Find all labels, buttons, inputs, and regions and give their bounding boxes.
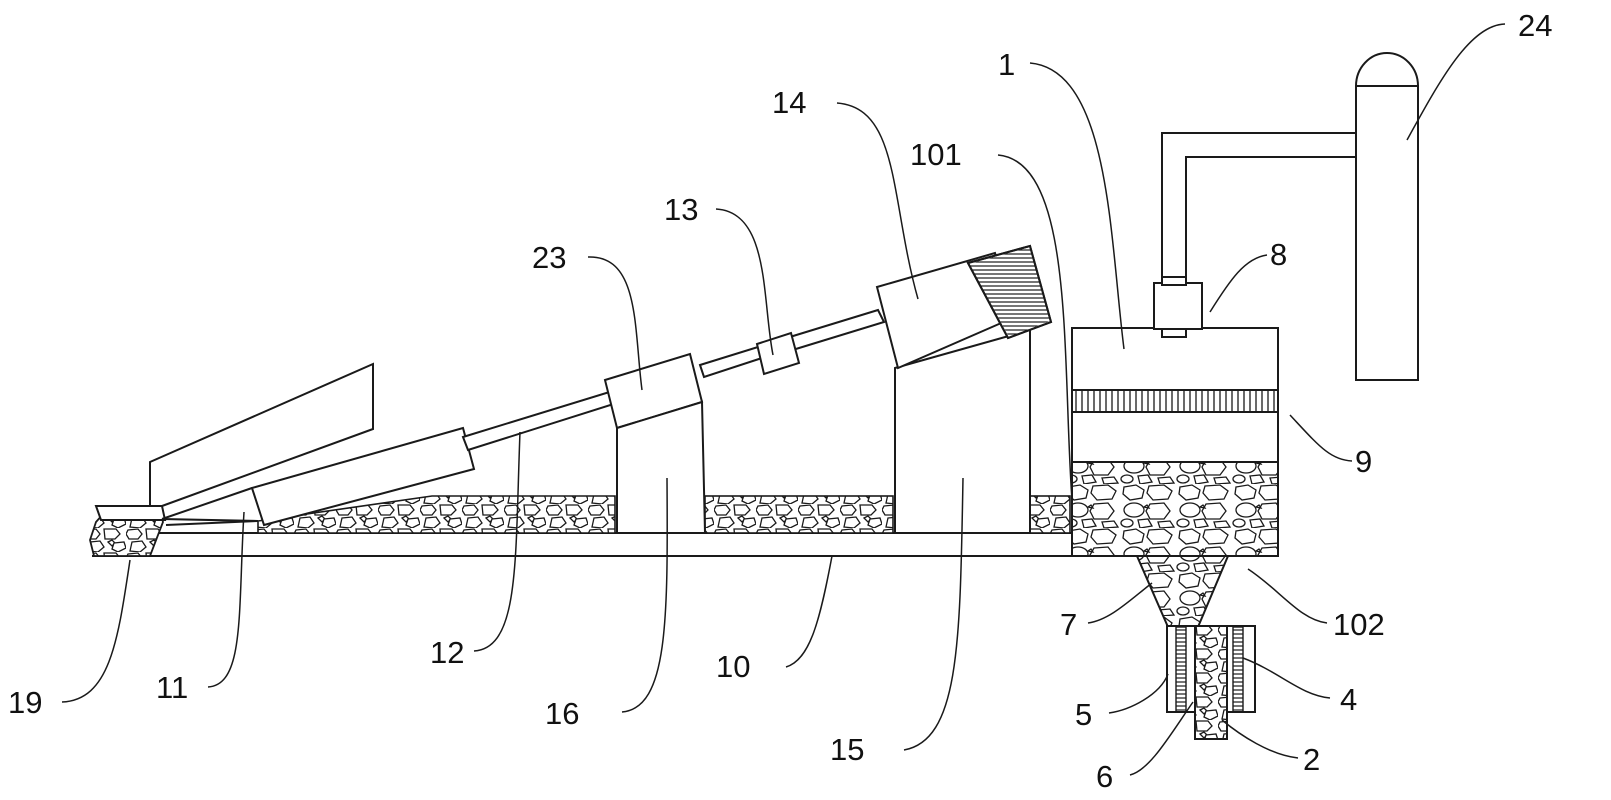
label-4: 4 [1340, 682, 1357, 717]
label-1: 1 [998, 47, 1015, 82]
label-11: 11 [156, 670, 188, 705]
label-6: 6 [1096, 759, 1113, 794]
label-9: 9 [1355, 444, 1372, 479]
label-16: 16 [545, 696, 579, 731]
label-14: 14 [772, 85, 806, 120]
label-5: 5 [1075, 697, 1092, 732]
label-19: 19 [8, 685, 42, 720]
tank [1356, 53, 1418, 380]
label-101: 101 [910, 137, 962, 172]
label-24: 24 [1518, 8, 1552, 43]
label-2: 2 [1303, 742, 1320, 777]
label-13: 13 [664, 192, 698, 227]
connecting-pipe [1162, 133, 1356, 277]
label-23: 23 [532, 240, 566, 275]
reference-labels: 19 11 12 16 10 15 23 13 14 101 1 8 24 9 … [8, 8, 1552, 794]
label-12: 12 [430, 635, 464, 670]
discharge-pipe [1195, 626, 1227, 739]
leader-lines [62, 24, 1505, 775]
label-15: 15 [830, 732, 864, 767]
base-plate [92, 533, 1072, 556]
housing [1072, 328, 1278, 556]
label-10: 10 [716, 649, 750, 684]
label-7: 7 [1060, 607, 1077, 642]
pump [1154, 277, 1202, 337]
discharge-end [90, 506, 165, 556]
label-8: 8 [1270, 237, 1287, 272]
coupling [757, 333, 799, 374]
funnel [1137, 556, 1228, 627]
label-102: 102 [1333, 607, 1385, 642]
